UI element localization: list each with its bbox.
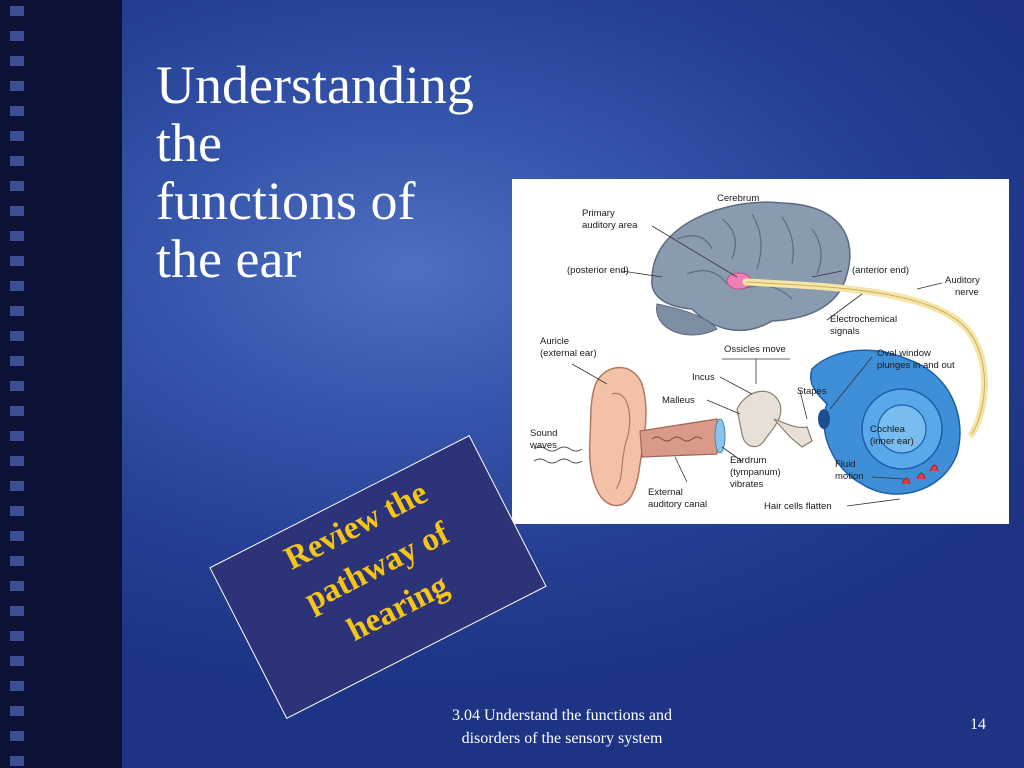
label-electrochemical: Electrochemical: [830, 314, 897, 325]
label-primary-auditory: auditory area: [582, 220, 638, 231]
label-primary-auditory: Primary: [582, 208, 615, 219]
label-oval-window: plunges in and out: [877, 360, 955, 371]
label-incus: Incus: [692, 372, 715, 383]
label-cochlea: (inner ear): [870, 436, 914, 447]
title-line: the: [156, 113, 222, 173]
film-sprocket-holes: [10, 0, 24, 768]
label-sound-waves: waves: [529, 440, 557, 451]
label-hair-cells: Hair cells flatten: [764, 501, 832, 512]
label-posterior-end: (posterior end): [567, 265, 629, 276]
footer-line: disorders of the sensory system: [461, 730, 663, 747]
label-eardrum: vibrates: [730, 479, 764, 490]
label-fluid-motion: motion: [835, 471, 864, 482]
ossicles-illustration: [736, 390, 813, 448]
page-number: 14: [970, 716, 986, 733]
outer-ear-illustration: [588, 367, 726, 507]
label-external-canal: External: [648, 487, 683, 498]
label-auditory-nerve: Auditory: [945, 275, 980, 286]
label-eardrum: (tympanum): [730, 467, 781, 478]
label-anterior-end: (anterior end): [852, 265, 909, 276]
label-cerebrum: Cerebrum: [717, 193, 759, 204]
cochlea-illustration: [810, 349, 961, 495]
label-auditory-nerve: nerve: [955, 287, 979, 298]
title-line: functions of: [156, 171, 416, 231]
film-strip-decoration: [0, 0, 122, 768]
label-fluid-motion: Fluid: [835, 459, 856, 470]
label-malleus: Malleus: [662, 395, 695, 406]
label-electrochemical: signals: [830, 326, 860, 337]
label-auricle: Auricle: [540, 336, 569, 347]
label-auricle: (external ear): [540, 348, 597, 359]
label-stapes: Stapes: [797, 386, 827, 397]
footer-line: 3.04 Understand the functions and: [452, 707, 672, 724]
slide-title: Understanding the functions of the ear: [156, 56, 536, 288]
label-oval-window: Oval window: [877, 348, 931, 359]
label-eardrum: Eardrum: [730, 455, 767, 466]
label-external-canal: auditory canal: [648, 499, 707, 510]
title-line: Understanding: [156, 55, 474, 115]
brain-illustration: [651, 201, 851, 336]
ear-anatomy-diagram: Cerebrum Primary auditory area (posterio…: [512, 179, 1009, 524]
label-ossicles-move: Ossicles move: [724, 344, 786, 355]
slide-footer: 3.04 Understand the functions and disord…: [412, 704, 712, 750]
label-sound-waves: Sound: [530, 428, 557, 439]
label-cochlea: Cochlea: [870, 424, 906, 435]
title-line: the ear: [156, 229, 302, 289]
